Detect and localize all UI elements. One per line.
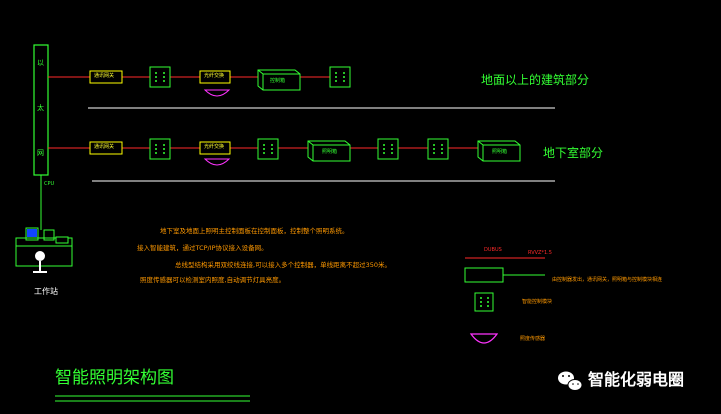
bottom-cabinet-2-text: 照明箱: [492, 149, 508, 155]
bottom-module-4: [427, 138, 449, 160]
network-panel-bottom-label: CPU: [44, 181, 55, 187]
legend-sensor-desc: 照度传感器: [520, 336, 546, 342]
top-module-1: [149, 66, 171, 88]
legend-bus-box: [464, 257, 545, 283]
top-switch-text: 光纤交换: [204, 73, 225, 79]
bottom-gateway-text: 通讯网关: [94, 144, 115, 150]
top-cabinet-text: 控制箱: [270, 78, 286, 84]
top-sensor: [203, 89, 231, 97]
bottom-module-3: [377, 138, 399, 160]
diagram-title: 智能照明架构图: [55, 368, 174, 388]
network-panel-char-3: 网: [37, 149, 44, 157]
note-1: 地下室及地面上照明主控制面板在控制面板，控制整个照明系统。: [160, 227, 349, 235]
bottom-switch-text: 光纤交换: [204, 144, 225, 150]
bottom-cabinet-1-text: 照明箱: [322, 149, 338, 155]
workstation-icon: [15, 227, 73, 273]
legend-module-symbol: [474, 292, 494, 312]
legend-line-label: RVVZ*1.5: [528, 250, 552, 256]
top-module-2: [329, 66, 351, 88]
bottom-row-label: 地下室部分: [543, 146, 604, 160]
legend-module-desc: 智能控制模块: [522, 299, 553, 305]
top-row-label: 地面以上的建筑部分: [481, 73, 590, 87]
network-panel-char-2: 太: [37, 104, 44, 112]
note-3: 总线型结构采用双绞线连接,可以接入多个控制器，单线距离不超过350米。: [175, 261, 391, 269]
watermark-text: 智能化弱电圈: [588, 370, 685, 389]
note-4: 照度传感器可以检测室内照度,自动调节灯具亮度。: [140, 276, 286, 284]
bottom-module-1: [149, 138, 171, 160]
top-gateway-text: 通讯网关: [94, 73, 115, 79]
note-2: 接入智能建筑，通过TCP/IP协议接入设备网。: [137, 244, 268, 252]
top-cabinet: [257, 69, 301, 91]
bottom-switch: [199, 141, 231, 155]
legend-bus-desc: 由控制器发出，通讯网关，照明箱与控制模块相连: [552, 277, 663, 283]
legend-bus-label: DUBUS: [484, 247, 502, 253]
bottom-sensor: [203, 158, 231, 166]
network-panel-char-1: 以: [37, 59, 44, 67]
workstation-label: 工作站: [34, 287, 58, 296]
bottom-gateway: [89, 141, 123, 155]
legend-sensor-symbol: [469, 333, 499, 344]
bottom-module-2: [257, 138, 279, 160]
top-switch: [199, 70, 231, 84]
bottom-cabinet-2: [477, 140, 521, 162]
top-gateway: [89, 70, 123, 84]
wechat-icon: [558, 371, 583, 391]
bottom-cabinet-1: [307, 140, 351, 162]
